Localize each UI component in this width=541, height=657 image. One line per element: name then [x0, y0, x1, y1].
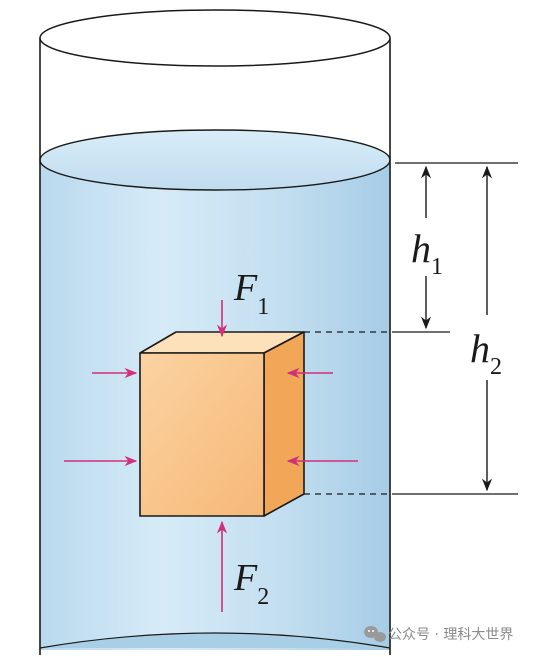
- depth-arrows: [420, 165, 493, 492]
- watermark: 公众号 · 理科大世界: [364, 626, 513, 643]
- cylinder-rim: [39, 9, 391, 67]
- pressure-arrows: [64, 300, 358, 612]
- label-f1: F1: [233, 267, 269, 320]
- submerged-block: [139, 331, 305, 517]
- wechat-icon: [364, 626, 386, 642]
- label-h1: h1: [411, 226, 443, 280]
- block-side-face: [263, 331, 305, 517]
- watermark-text: 公众号 · 理科大世界: [388, 627, 513, 643]
- label-f2: F2: [233, 557, 269, 610]
- cylinder-bottom: [39, 632, 391, 649]
- label-h2: h2: [470, 326, 502, 380]
- block-front-face: [139, 352, 265, 517]
- reference-lines: [304, 162, 518, 495]
- cylinder-walls: [39, 38, 391, 655]
- water-surface: [39, 129, 391, 191]
